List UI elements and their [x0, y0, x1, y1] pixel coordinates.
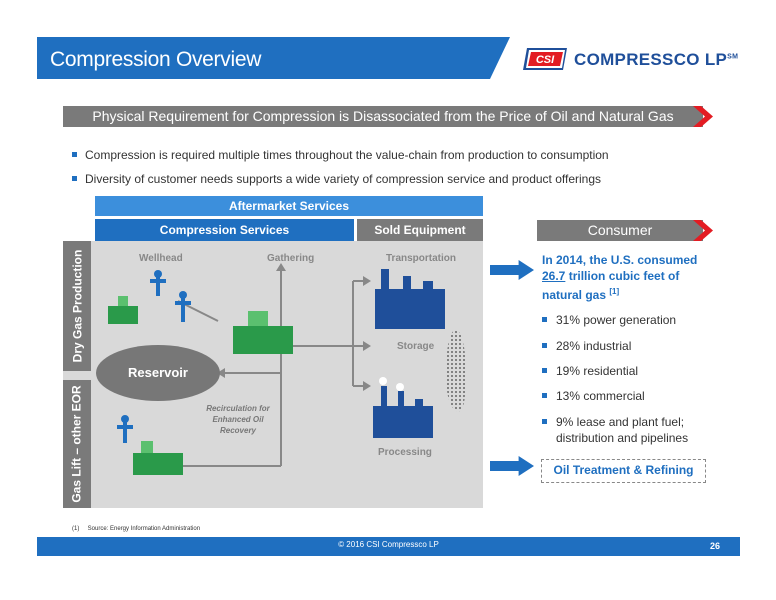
compressor-icon: [233, 311, 293, 354]
bullet-square-icon: [542, 393, 547, 399]
transportation-label: Transportation: [386, 253, 457, 264]
compressor-icon: [108, 296, 138, 324]
gas-lift-label: Gas Lift – other EOR: [63, 380, 91, 508]
consumer-item: 19% residential: [542, 363, 712, 379]
oil-treatment-box: Oil Treatment & Refining: [541, 459, 706, 483]
wellhead-icon: [150, 270, 166, 296]
bullet-text: Diversity of customer needs supports a w…: [85, 172, 602, 186]
consumer-item-text: 28% industrial: [556, 339, 632, 353]
consumed-ref: [1]: [609, 287, 620, 296]
reservoir-label: Reservoir: [128, 365, 188, 380]
processing-plant-icon: [373, 386, 433, 438]
compressor-icon: [133, 441, 183, 475]
bullet-square-icon: [542, 419, 547, 425]
wellhead-label: Wellhead: [139, 253, 183, 264]
logo-text: COMPRESSCO LP: [574, 50, 728, 69]
wellhead-icon: [117, 415, 133, 443]
dry-gas-production-label: Dry Gas Production: [63, 241, 91, 371]
storage-label: Storage: [397, 341, 435, 352]
bullet-square-icon: [72, 152, 77, 158]
page-title: Compression Overview: [50, 48, 262, 71]
bullet-square-icon: [542, 317, 547, 323]
consumption-statement: In 2014, the U.S. consumed 26.7 trillion…: [542, 252, 712, 303]
arrowhead-icon: [363, 381, 371, 391]
consumer-item-text: 31% power generation: [556, 313, 677, 327]
processing-label: Processing: [378, 447, 432, 458]
consumed-post: trillion cubic feet of natural gas: [542, 269, 680, 302]
bullet-square-icon: [542, 368, 547, 374]
consumed-value: 26.7: [542, 269, 566, 283]
gathering-label: Gathering: [267, 253, 315, 264]
consumer-item-text: 13% commercial: [556, 389, 645, 403]
arrowhead-icon: [276, 263, 286, 271]
consumer-item: 13% commercial: [542, 388, 712, 404]
storage-plant-icon: [375, 269, 445, 329]
subtitle: Physical Requirement for Compression is …: [92, 108, 674, 124]
arrowhead-icon: [217, 368, 225, 378]
bullet-item: Diversity of customer needs supports a w…: [72, 172, 601, 186]
consumer-item-text: 19% residential: [556, 364, 639, 378]
logo-badge-text: CSI: [536, 54, 555, 66]
footnote: (1) Source: Energy Information Administr…: [72, 526, 201, 532]
consumer-header: Consumer: [537, 220, 703, 241]
consumed-pre: In 2014, the U.S. consumed: [542, 253, 698, 267]
consumer-item: 9% lease and plant fuel; distribution an…: [542, 414, 712, 446]
consumer-item: 31% power generation: [542, 312, 712, 328]
smoke-icon: [379, 377, 404, 391]
logo-wordmark: COMPRESSCO LPSM: [574, 50, 738, 70]
wellhead-icon: [175, 291, 191, 322]
aftermarket-services-bar: Aftermarket Services: [95, 196, 483, 216]
copyright: © 2016 CSI Compressco LP: [338, 540, 439, 549]
logo-mark: SM: [727, 53, 739, 61]
arrowhead-icon: [363, 276, 371, 286]
sold-equipment-bar: Sold Equipment: [357, 219, 483, 241]
footer-bar: [37, 537, 740, 556]
bullet-text: Compression is required multiple times t…: [85, 148, 609, 162]
bullet-square-icon: [72, 176, 77, 182]
consumer-item: 28% industrial: [542, 338, 712, 354]
consumer-item-text: 9% lease and plant fuel; distribution an…: [556, 415, 689, 445]
reservoir-shape: [96, 345, 220, 401]
csi-logo-icon: CSI: [523, 48, 567, 70]
compression-services-bar: Compression Services: [95, 219, 354, 241]
arrow-right-icon: [490, 260, 534, 280]
arrowhead-icon: [363, 341, 371, 351]
storage-tank-icon: [446, 329, 467, 412]
arrow-right-icon: [490, 456, 534, 476]
bullet-square-icon: [542, 343, 547, 349]
page-number: 26: [710, 541, 721, 551]
bullet-item: Compression is required multiple times t…: [72, 148, 609, 162]
subtitle-bar: [63, 106, 703, 127]
